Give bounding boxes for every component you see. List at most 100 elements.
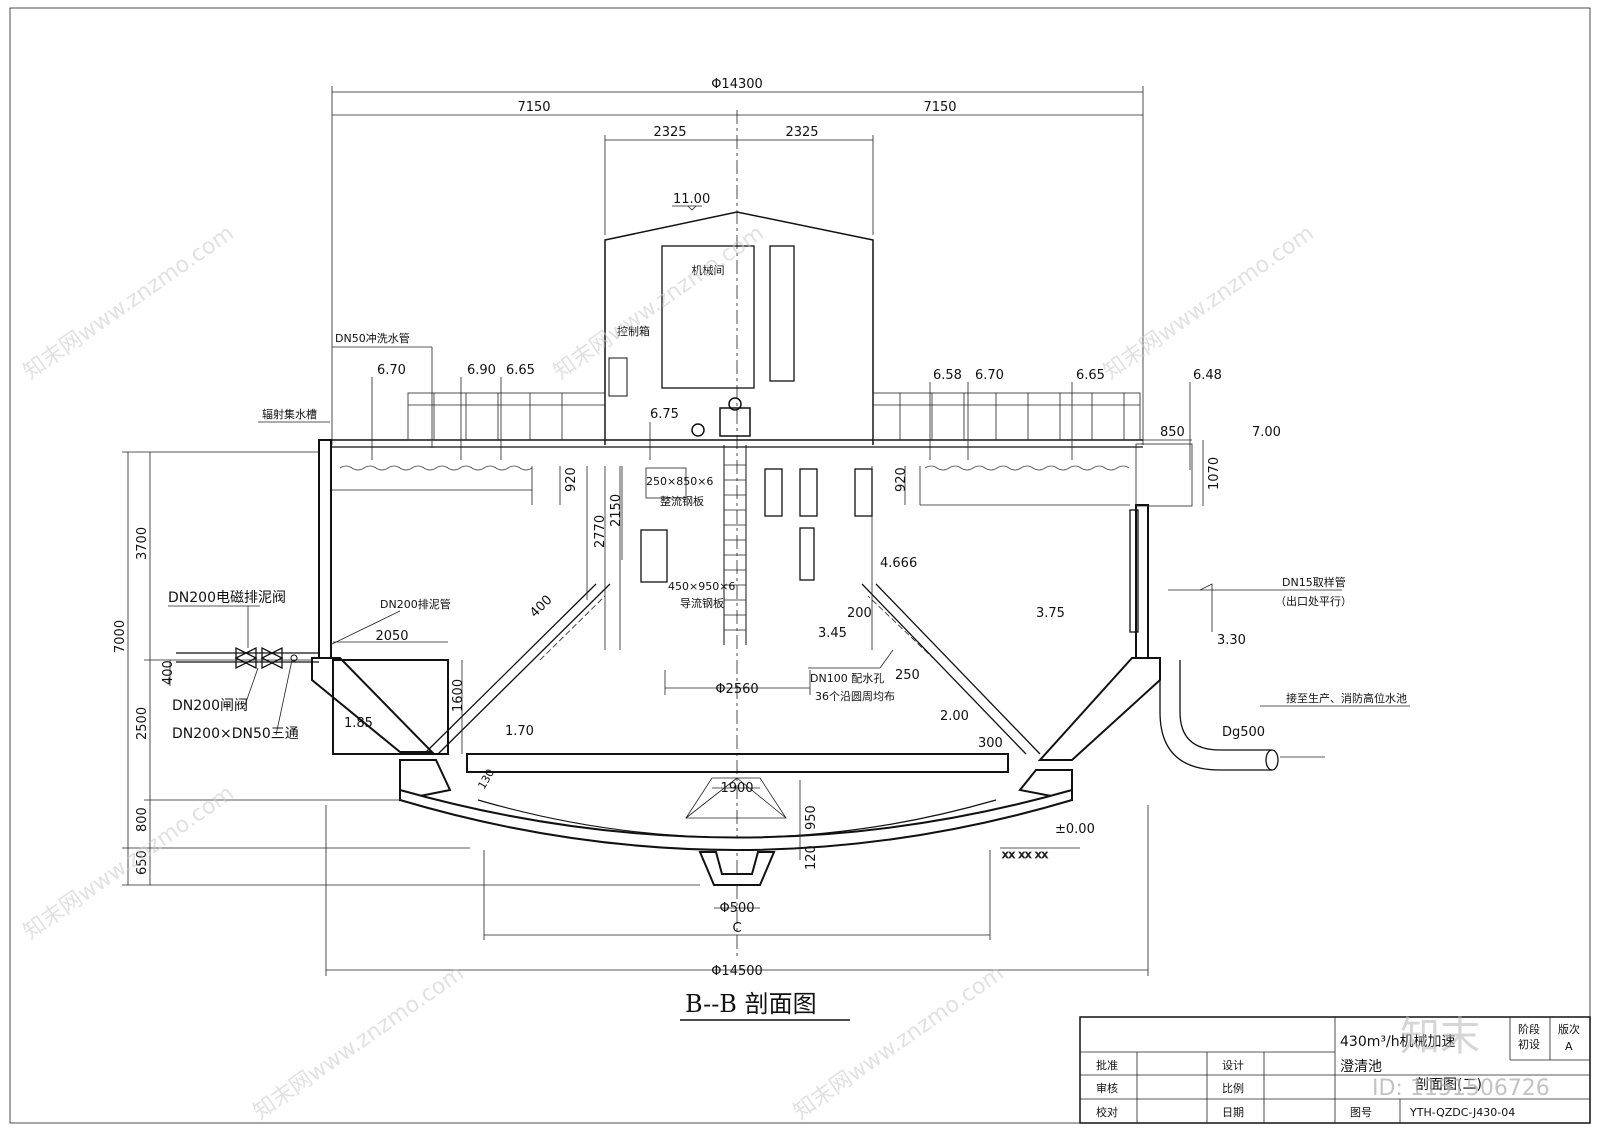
tb-check: 校对 [1096, 1105, 1118, 1119]
dim-2050: 2050 [375, 629, 408, 644]
dim-2770: 2770 [593, 515, 608, 548]
watermark-text: 知末网www.znzmo.com [789, 961, 1009, 1125]
sheet-border [9, 7, 1591, 1124]
elev-200: 2.00 [940, 709, 969, 724]
dim-300: 300 [978, 736, 1003, 751]
elev-11: 11.00 [673, 192, 710, 207]
label-outlet-note: 接至生产、消防高位水池 [1286, 691, 1407, 705]
outlet-pipe [1159, 660, 1325, 771]
label-machine-room: 机械间 [692, 263, 725, 277]
tb-sheet-name: 剖面图(二) [1415, 1077, 1482, 1093]
elev-375: 3.75 [1036, 606, 1065, 621]
label-baffle2-name: 导流钢板 [680, 596, 724, 610]
dim-2150: 2150 [609, 494, 624, 527]
dim-800: 800 [135, 807, 150, 832]
tb-date: 日期 [1222, 1106, 1244, 1119]
label-tee: DN200×DN50三通 [172, 726, 299, 742]
tb-stage-value: 初设 [1518, 1037, 1540, 1051]
elev-185: 1.85 [344, 716, 373, 731]
label-baffle2-size: 450×950×6 [668, 580, 735, 593]
dim-outlet: Φ500 [719, 901, 754, 916]
panel-box [769, 245, 795, 382]
elev-690: 6.90 [467, 363, 496, 378]
dim-950: 950 [804, 805, 819, 830]
label-gate-valve: DN200闸阀 [172, 698, 248, 714]
watermark-text: 知末网www.znzmo.com [249, 961, 469, 1125]
elev-670-right: 6.70 [975, 368, 1004, 383]
labels-leaders: DN50冲洗水管 辐射集水槽 250×850×6 整流钢板 450×950×6 … [258, 331, 1410, 740]
dim-1900: 1900 [720, 781, 753, 796]
elev-4666: 4.666 [880, 556, 917, 571]
dim-920-left: 920 [564, 467, 579, 492]
label-dg500: Dg500 [1222, 725, 1265, 740]
label-control-box: 控制箱 [617, 324, 650, 338]
water-surfaces [339, 465, 1130, 471]
dim-7000: 7000 [113, 620, 128, 653]
elev-658: 6.58 [933, 368, 962, 383]
left-pipework: DN200电磁排泥阀 DN200闸阀 DN200×DN50三通 DN200排泥管 [168, 590, 451, 742]
dim-850: 850 [1160, 425, 1185, 440]
drawing-title: B--B 剖面图 [685, 990, 817, 1018]
tb-rev-label: 版次 [1558, 1022, 1580, 1036]
title-block: 430m³/h机械加速 澄清池 剖面图(二) 阶段 初设 版次 A 批准 审核 … [1079, 1016, 1591, 1124]
machine-box [661, 245, 755, 389]
elev-700: 7.00 [1252, 425, 1281, 440]
dim-left-half: 7150 [517, 100, 550, 115]
watermark-text: 知末网www.znzmo.com [1099, 221, 1319, 385]
tb-design: 设计 [1222, 1059, 1244, 1072]
elev-000: ±0.00 [1055, 822, 1095, 837]
elev-345: 3.45 [818, 626, 847, 641]
dim-400-pipe: 400 [161, 660, 176, 685]
dim-mech-left: 2325 [653, 125, 686, 140]
dim-920-right: 920 [894, 467, 909, 492]
label-baffle1-size: 250×850×6 [646, 475, 713, 488]
label-sample-note: （出口处平行） [1275, 594, 1352, 608]
dim-bottom-outer: Φ14500 [711, 964, 763, 979]
dim-130: 130 [475, 767, 497, 792]
dim-400-slope: 400 [527, 593, 555, 621]
top-dimensions: Φ14300 7150 7150 2325 2325 [331, 77, 1144, 960]
elev-670-left: 6.70 [377, 363, 406, 378]
tb-rev-value: A [1565, 1040, 1573, 1053]
dim-mech-right: 2325 [785, 125, 818, 140]
interior-dimensions: 850 1070 920 2770 2150 920 Φ2560 2050 16… [325, 425, 1222, 979]
elev-675: 6.75 [650, 407, 679, 422]
elev-665-right: 6.65 [1076, 368, 1105, 383]
dim-2500: 2500 [135, 707, 150, 740]
elevation-markers: 6.70 6.90 6.65 6.75 6.58 6.70 6.65 6.48 … [344, 363, 1281, 837]
left-dimensions: 3700 7000 2500 800 650 400 [113, 451, 700, 886]
dim-inner-ring: Φ2560 [715, 682, 758, 697]
tb-review: 审核 [1096, 1081, 1118, 1095]
svg-text:xx xx xx: xx xx xx [1002, 848, 1049, 861]
label-baffle1-name: 整流钢板 [660, 494, 704, 508]
elev-648: 6.48 [1193, 368, 1222, 383]
bridge-railings [332, 392, 1143, 448]
label-dist-hole: DN100 配水孔 [810, 672, 884, 685]
elev-170: 1.70 [505, 724, 534, 739]
ground-hatch: xx xx xx [1000, 847, 1080, 861]
watermark-brand: 知末 [1400, 1014, 1480, 1060]
tank-walls [311, 439, 1193, 886]
label-radial-trough: 辐射集水槽 [262, 407, 317, 421]
watermark-text: 知末网www.znzmo.com [549, 221, 769, 385]
tb-drawing-no-label: 图号 [1350, 1106, 1372, 1119]
elev-665-left: 6.65 [506, 363, 535, 378]
control-box [608, 357, 628, 397]
label-dist-hole-note: 36个沿圆周均布 [815, 690, 895, 703]
watermark-id: ID: 1151506726 [1372, 1076, 1550, 1101]
tb-subject: 澄清池 [1340, 1059, 1382, 1075]
dim-overall-top: Φ14300 [711, 77, 763, 92]
dim-1070: 1070 [1207, 457, 1222, 490]
dim-120: 120 [804, 845, 819, 870]
dim-3700: 3700 [135, 527, 150, 560]
tb-stage-label: 阶段 [1518, 1022, 1540, 1036]
dim-250: 250 [895, 668, 920, 683]
watermark-text: 知末网www.znzmo.com [19, 221, 239, 385]
tb-drawing-no: YTH-QZDC-J430-04 [1409, 1106, 1515, 1119]
tb-approve: 批准 [1096, 1058, 1118, 1072]
dim-650: 650 [135, 850, 150, 875]
watermark-text: 知末网www.znzmo.com [19, 781, 239, 945]
label-sample-pipe: DN15取样管 [1282, 575, 1346, 589]
tb-scale: 比例 [1222, 1081, 1244, 1095]
